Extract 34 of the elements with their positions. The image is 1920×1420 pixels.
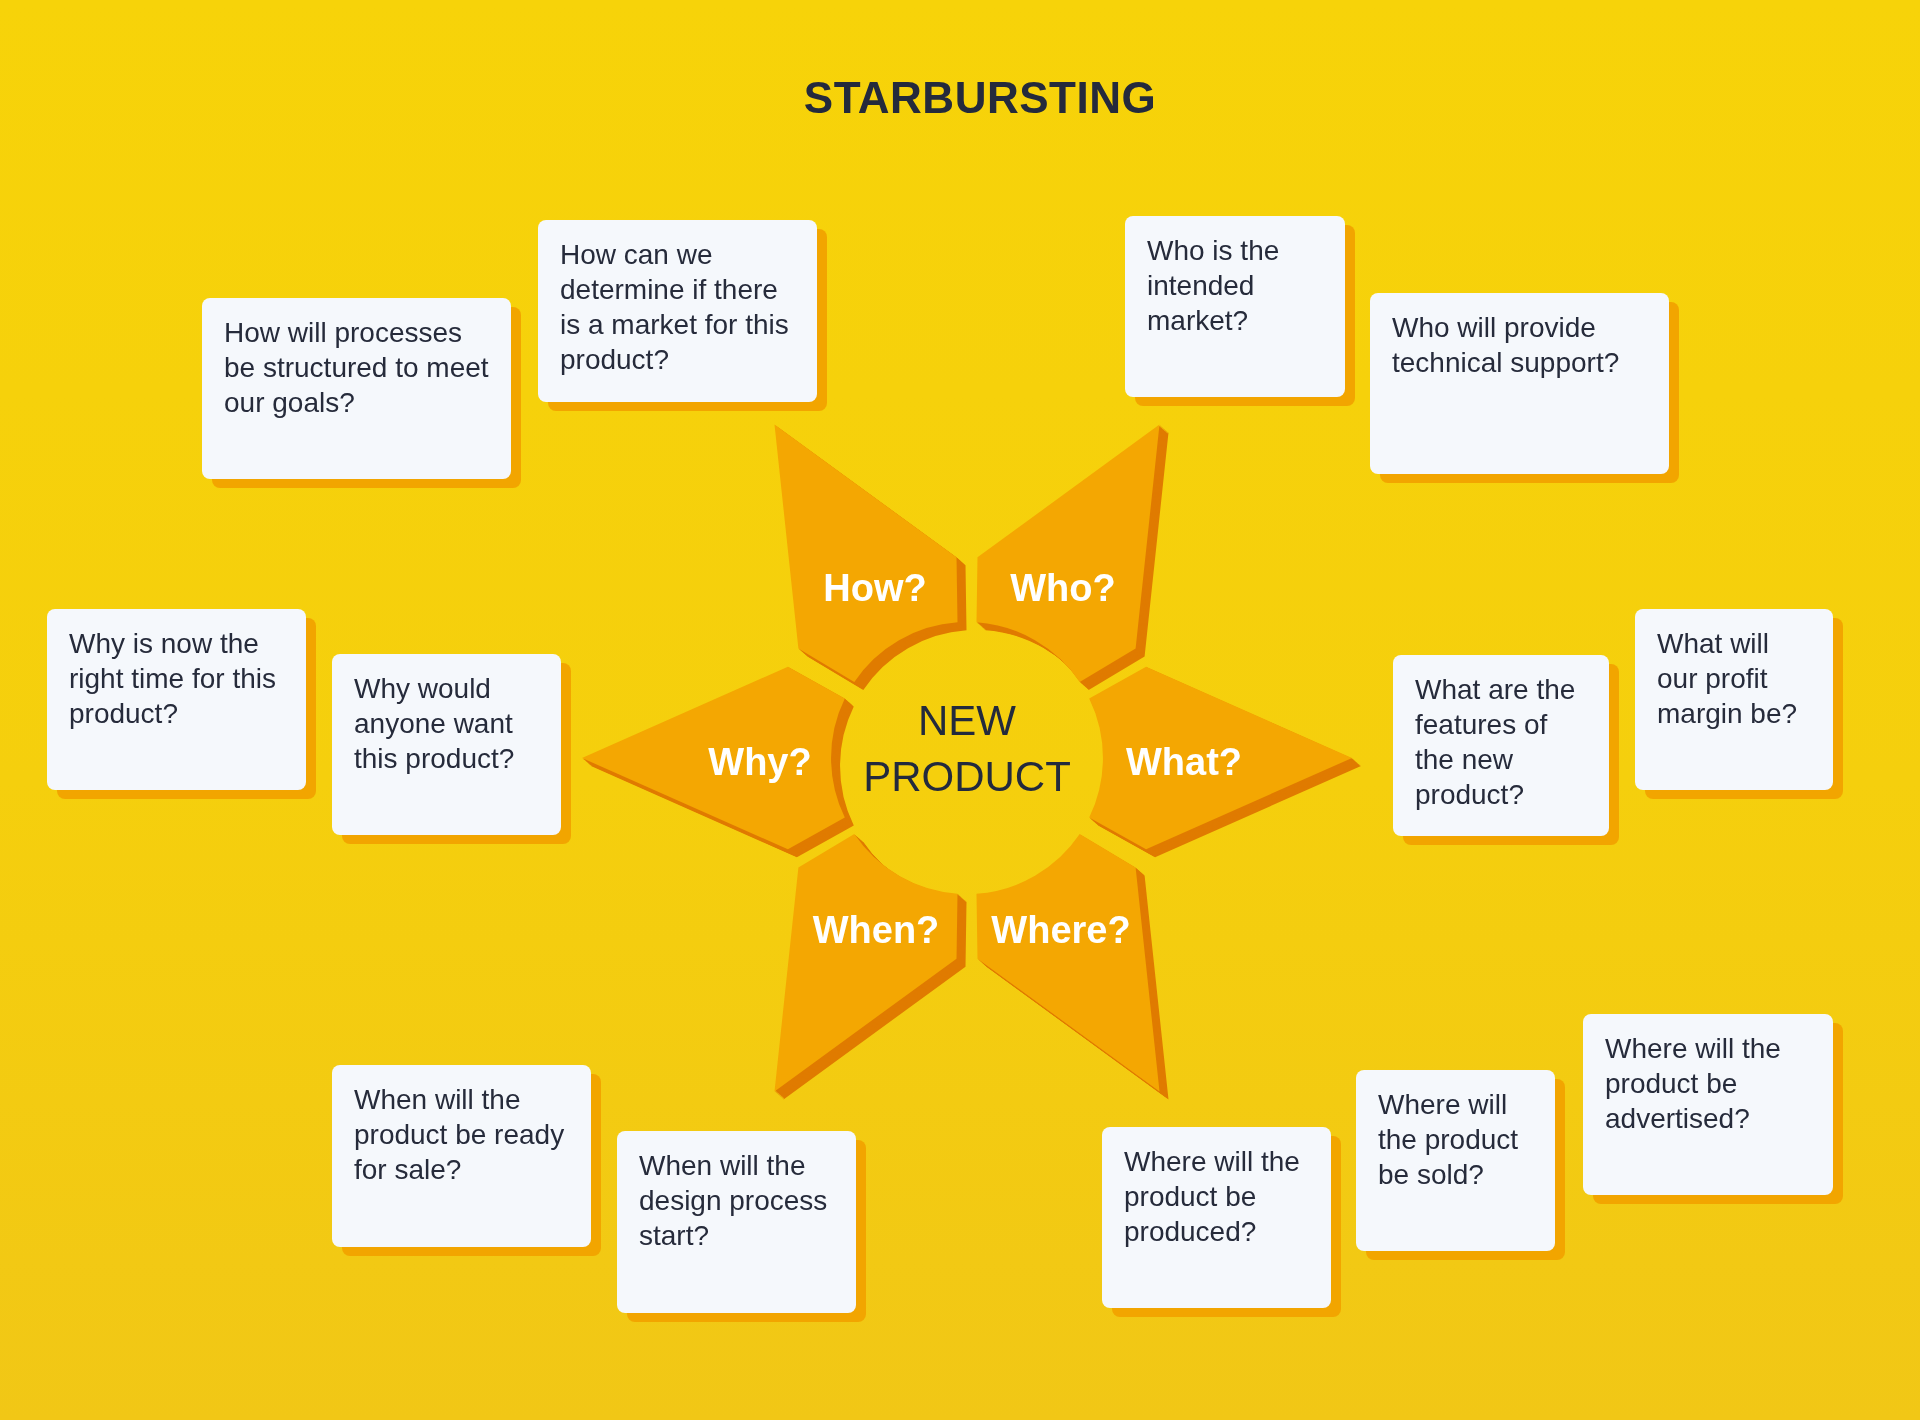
question-card [47,609,316,799]
center-label: NEW PRODUCT [863,696,1071,802]
arm-label: What? [1125,742,1243,784]
arm-label: How? [823,568,927,610]
question-card [1125,216,1355,406]
question-card [617,1131,866,1322]
question-text: Where will the product be sold? [1378,1088,1520,1192]
question-card [202,298,521,488]
question-card [332,1065,601,1256]
question-text: Who is the intended market? [1147,234,1281,338]
question-text: What are the features of the new product? [1415,673,1577,812]
arm-label: Why? [708,742,812,784]
question-text: Why is now the right time for this product? [69,627,277,731]
question-text: Why would anyone want this product? [354,672,516,776]
question-card [1393,655,1619,845]
question-card [1370,293,1679,483]
arm-label: Where? [991,910,1131,952]
question-text: When will the design process start? [639,1149,829,1253]
question-card [1583,1014,1843,1204]
question-card [1356,1070,1565,1260]
title: STARBURSTING [803,74,1157,123]
question-text: Who will provide technical support? [1392,311,1621,380]
arm-label: Who? [1010,568,1116,610]
question-card [538,220,827,411]
question-text: Where will the product be advertised? [1605,1032,1782,1136]
question-text: How will processes be structured to meet our goals? [224,316,490,420]
question-text: Where will the product be produced? [1124,1145,1301,1249]
arm-label: When? [812,910,940,952]
question-text: How can we determine if there is a market for this product? [560,238,790,377]
question-text: When will the product be ready for sale? [354,1083,566,1187]
question-text: What will our profit margin be? [1657,627,1799,731]
question-card [332,654,571,844]
question-card [1102,1127,1341,1317]
question-card [1635,609,1843,799]
